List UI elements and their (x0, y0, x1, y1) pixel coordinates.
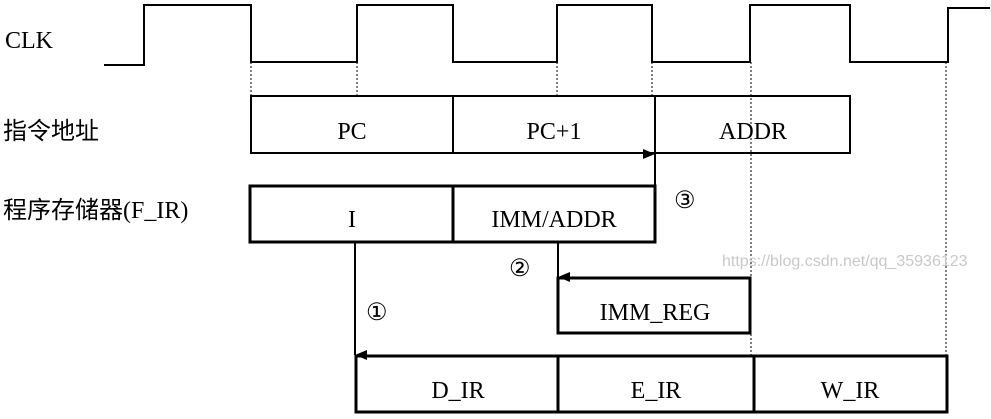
imm-reg-label: IMM_REG (600, 300, 711, 326)
imm-reg-box (556, 276, 752, 335)
pipeline-row (354, 354, 949, 414)
addr-cell-pc-plus-1: PC+1 (527, 119, 582, 145)
addr-cell-pc: PC (337, 119, 366, 145)
clk-waveform (104, 4, 990, 66)
arrow-two-label: ② (509, 256, 531, 282)
clk-label: CLK (5, 28, 54, 54)
instr-addr-row (250, 95, 851, 154)
prog-mem-label: 程序存储器(F_IR) (3, 197, 188, 224)
fir-cell-i: I (348, 207, 356, 233)
instr-addr-label: 指令地址 (3, 118, 99, 145)
pipe-cell-w-ir: W_IR (821, 378, 880, 404)
arrow-one-label: ① (366, 300, 388, 326)
fir-cell-imm-addr: IMM/ADDR (491, 207, 616, 233)
arrow-three-label: ③ (674, 188, 696, 214)
addr-cell-addr: ADDR (719, 119, 787, 145)
watermark: https://blog.csdn.net/qq_35936123 (722, 253, 968, 270)
pipe-cell-d-ir: D_IR (431, 378, 484, 404)
pipe-cell-e-ir: E_IR (631, 378, 682, 404)
